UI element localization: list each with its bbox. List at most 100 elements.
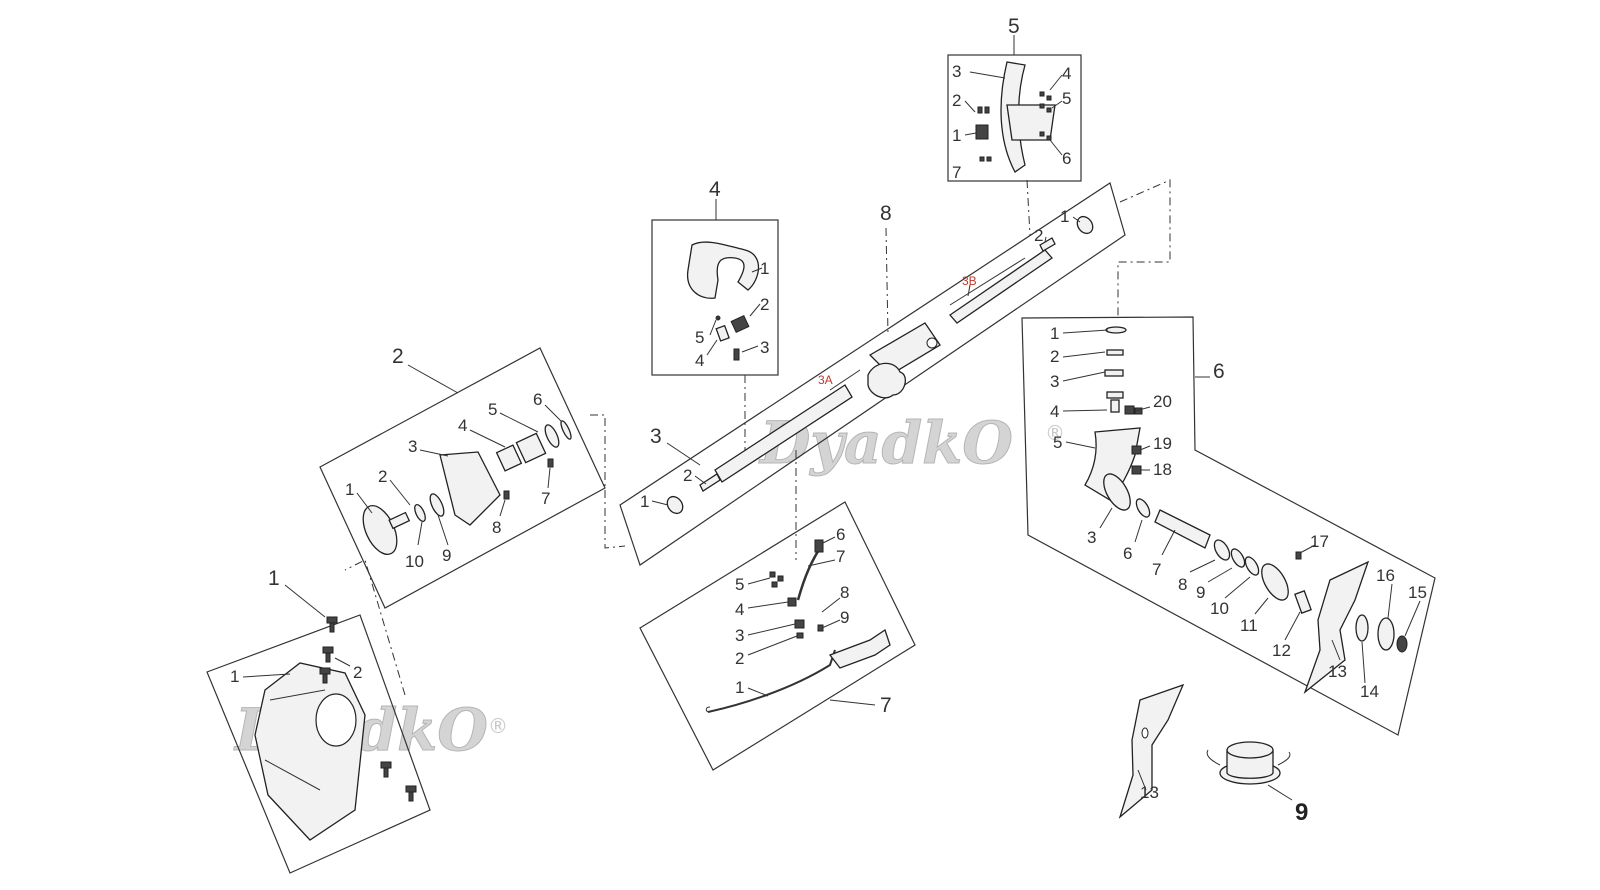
g6-part-20-label: 20 — [1153, 392, 1172, 411]
shield-nuts — [1039, 91, 1052, 141]
g6-part-18-label: 18 — [1153, 460, 1172, 479]
g3-part-1-label: 1 — [640, 492, 649, 511]
g6-part-10-label: 10 — [1210, 599, 1229, 618]
g2-part-10-label: 10 — [405, 552, 424, 571]
group-5-label: 5 — [1008, 15, 1020, 38]
g6-part-17-label: 17 — [1310, 532, 1329, 551]
throttle-cable — [707, 649, 836, 713]
g6-part-11-label: 11 — [1240, 616, 1258, 635]
connector-g8 — [885, 227, 889, 336]
group-2-label: 2 — [392, 345, 404, 368]
group-4-harness: 4 1 2 3 4 5 — [651, 178, 779, 376]
g7-part-2-label: 2 — [735, 649, 744, 668]
group-7-frame — [639, 501, 916, 771]
blade-holder — [1261, 563, 1289, 601]
g3-upper-part-1-label: 1 — [1060, 207, 1069, 226]
g6-part-4-label: 4 — [1050, 402, 1059, 421]
g5-part-1-label: 1 — [952, 126, 961, 145]
g5-part-7-label: 7 — [952, 163, 961, 182]
g7-part-6-label: 6 — [836, 525, 845, 544]
g1-part-2-label: 2 — [353, 663, 362, 682]
g5-part-5-label: 5 — [1062, 89, 1071, 108]
group-7-label: 7 — [880, 694, 892, 717]
g7-part-9-label: 9 — [840, 608, 849, 627]
clutch-drum — [362, 505, 398, 555]
circlip — [1105, 326, 1127, 334]
g2-part-6-label: 6 — [533, 390, 542, 409]
g2-part-4-label: 4 — [458, 416, 467, 435]
watermark-registered: ® — [488, 714, 508, 738]
g6-part-12-label: 12 — [1272, 641, 1291, 660]
g7-part-3-label: 3 — [735, 626, 744, 645]
group-2-clutch: 2 1 2 3 4 5 6 7 8 9 10 — [319, 345, 606, 609]
g7-part-7-label: 7 — [836, 547, 845, 566]
g2-part-3-label: 3 — [408, 437, 417, 456]
engine-housing-shape — [254, 662, 366, 841]
g4-part-3-label: 3 — [760, 338, 769, 357]
connector-g3-g6 — [1117, 179, 1171, 318]
g2-part-8-label: 8 — [492, 518, 501, 537]
spare-blade-shape — [1118, 683, 1185, 819]
group-8-handle-clamp: 8 — [867, 202, 941, 399]
g7-part-1-label: 1 — [735, 678, 744, 697]
g3-part-2-label: 2 — [683, 466, 692, 485]
g6-part-6-label: 6 — [1123, 544, 1132, 563]
g6-part-14-label: 14 — [1360, 682, 1379, 701]
g6-part-15-label: 15 — [1408, 583, 1427, 602]
g1-part-1-label: 1 — [230, 667, 239, 686]
g6-part-1-label: 1 — [1050, 324, 1059, 343]
group-8-label: 8 — [880, 202, 892, 225]
spare-blade: 13 — [1118, 683, 1185, 819]
g2-part-9-label: 9 — [442, 546, 451, 565]
throttle-grip — [828, 628, 891, 669]
g6-part-8-label: 8 — [1178, 575, 1187, 594]
group-4-label: 4 — [709, 178, 721, 201]
group-7-throttle: 7 6 7 8 9 5 4 3 2 1 — [639, 501, 916, 771]
g4-part-4-label: 4 — [695, 351, 704, 370]
g4-part-5-label: 5 — [695, 328, 704, 347]
g7-part-8-label: 8 — [840, 583, 849, 602]
output-shaft — [1154, 509, 1211, 549]
group-2-frame — [319, 347, 606, 609]
g6-part-9-label: 9 — [1196, 583, 1205, 602]
watermark-registered: ® — [1045, 421, 1065, 445]
g6-part-3-label: 3 — [1050, 372, 1059, 391]
trimmer-head: 9 — [1206, 741, 1308, 826]
upper-shaft-tube — [949, 249, 1053, 324]
g2-part-7-label: 7 — [541, 489, 550, 508]
trimmer-head-label: 9 — [1295, 799, 1308, 826]
g6-part-13-label: 13 — [1328, 662, 1347, 681]
harness-strap — [687, 241, 760, 299]
g2-part-1-label: 1 — [345, 480, 354, 499]
g6-part-7-label: 7 — [1152, 560, 1161, 579]
group-3-shaft: 3 1 2 3A 3B 1 2 — [619, 182, 1126, 566]
g7-part-4-label: 4 — [735, 600, 744, 619]
spare-blade-label: 13 — [1140, 783, 1159, 802]
clamp-knob — [867, 362, 906, 399]
group-3-label: 3 — [650, 425, 662, 448]
g3-part-3a-label: 3A — [818, 373, 833, 387]
g6-part-3b-label: 3 — [1087, 528, 1096, 547]
g6-part-19-label: 19 — [1153, 434, 1172, 453]
g2-part-5-label: 5 — [488, 400, 497, 419]
g5-part-2-label: 2 — [952, 91, 961, 110]
group-6-label: 6 — [1213, 360, 1225, 383]
group-1-frame — [206, 614, 431, 874]
g6-part-5-label: 5 — [1053, 433, 1062, 452]
group-3-frame — [619, 182, 1126, 566]
g7-part-5-label: 5 — [735, 575, 744, 594]
g5-part-6-label: 6 — [1062, 149, 1071, 168]
connector-g5-g3 — [1026, 179, 1031, 236]
g5-part-4-label: 4 — [1062, 64, 1071, 83]
blade — [1303, 560, 1370, 694]
g4-part-1-label: 1 — [760, 259, 769, 278]
group-6-frame — [1021, 316, 1436, 736]
group-1-engine-housing: 1 1 2 — [206, 567, 431, 874]
g3-upper-part-2-label: 2 — [1034, 226, 1043, 245]
bolt-icon — [319, 616, 417, 802]
group-6-gearbox: 6 1 2 3 4 5 20 19 18 3 6 — [1021, 316, 1436, 736]
group-4-frame — [651, 219, 779, 376]
g4-part-2-label: 2 — [760, 295, 769, 314]
group-1-label: 1 — [268, 567, 280, 590]
